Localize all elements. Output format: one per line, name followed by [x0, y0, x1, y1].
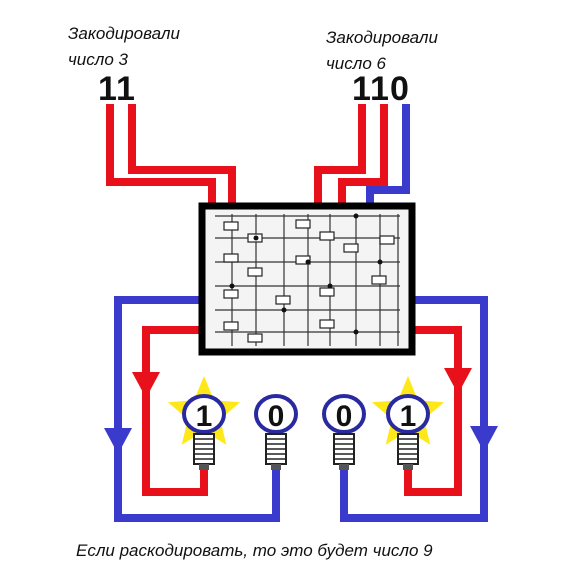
- wire-a-bit1: [106, 104, 216, 205]
- wire-out-blue-right: [340, 296, 488, 522]
- caption-a-line2: число 3: [68, 50, 128, 69]
- wire-out-red-right: [404, 326, 462, 496]
- caption-a-line1: Закодировали: [68, 24, 180, 43]
- arrows: [104, 368, 498, 454]
- light-bulb-3: 0: [322, 394, 366, 470]
- output-bulbs: 1 0 0 1: [167, 376, 445, 470]
- output-wires-blue: [114, 296, 488, 522]
- arrow-down-icon: [104, 428, 132, 454]
- wire-b-bit1: [314, 104, 366, 205]
- light-bulb-icon: [386, 394, 430, 434]
- wire-a-bit2: [128, 104, 236, 205]
- bulb-digit: 1: [196, 400, 213, 433]
- arrow-down-icon: [470, 426, 498, 452]
- caption-b-line2: число 6: [326, 54, 386, 73]
- wire-b-bit2: [338, 104, 388, 205]
- bulb-tip: [403, 464, 413, 470]
- logic-circuit-chip: [198, 202, 416, 356]
- light-bulb-2: 0: [254, 394, 298, 470]
- wire-out-red-left: [142, 326, 208, 496]
- light-bulb-icon: [182, 394, 226, 434]
- bulb-digit: 0: [268, 400, 285, 433]
- bulb-digit: 1: [400, 400, 417, 433]
- bulb-digit: 0: [336, 400, 353, 433]
- light-bulb-4: 1: [371, 376, 445, 470]
- bulb-tip: [339, 464, 349, 470]
- bits-input-a: 11: [98, 70, 136, 108]
- arrow-down-icon: [444, 368, 472, 394]
- input-wires: [106, 104, 410, 205]
- chip-junctions: [229, 213, 383, 335]
- arrow-down-icon: [132, 372, 160, 398]
- wire-out-blue-left: [114, 296, 280, 522]
- bulb-tip: [271, 464, 281, 470]
- light-bulb-icon: [322, 394, 366, 434]
- output-wires-red: [142, 326, 462, 496]
- bits-input-b: 110: [352, 70, 410, 108]
- wire-b-bit3: [366, 104, 410, 205]
- footer-caption: Если раскодировать, то это будет число 9: [76, 541, 433, 560]
- caption-b-line1: Закодировали: [326, 28, 438, 47]
- light-bulb-icon: [254, 394, 298, 434]
- bulb-tip: [199, 464, 209, 470]
- light-bulb-1: 1: [167, 376, 241, 470]
